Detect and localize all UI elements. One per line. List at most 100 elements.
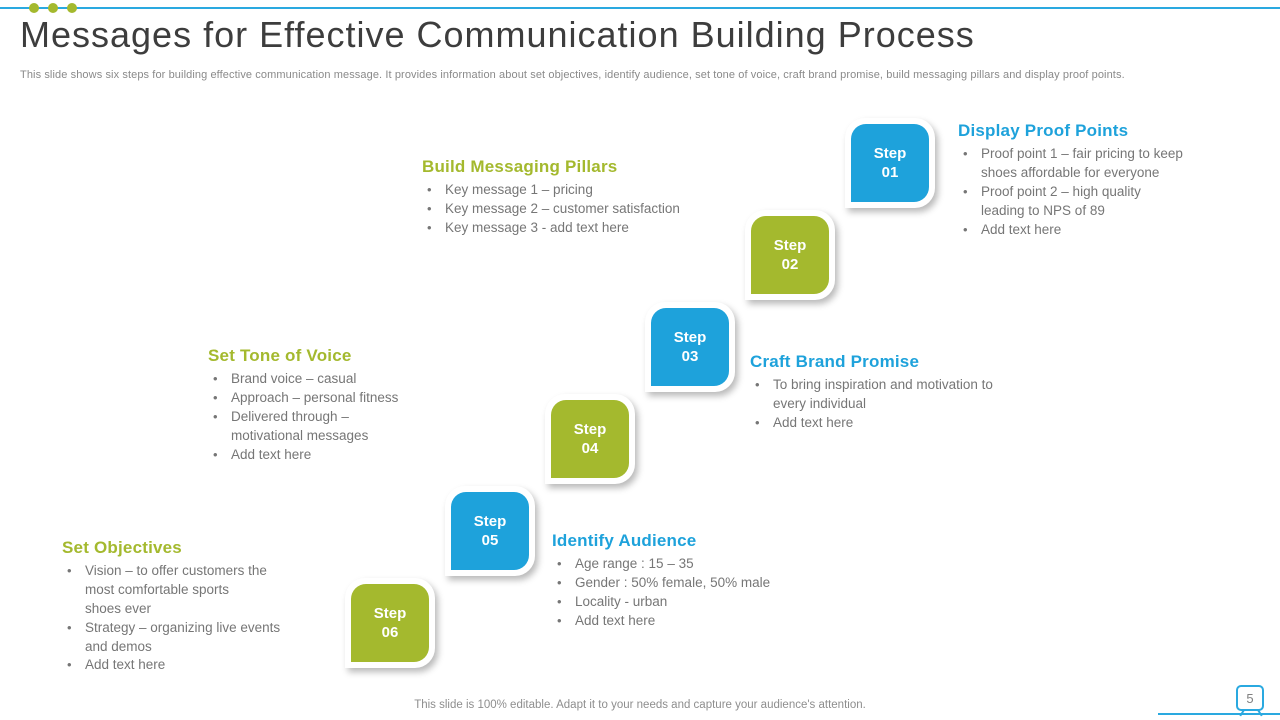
bullet-marker: •	[557, 612, 562, 628]
bullet-marker: •	[557, 556, 562, 571]
bullet-item: •Add text here	[750, 414, 1060, 433]
bullet-item: • Proof point 1 – fair pricing to keep sh…	[958, 145, 1248, 183]
bullet-marker: •	[963, 183, 968, 199]
block-heading: Craft Brand Promise	[750, 352, 920, 371]
bullet-marker: •	[67, 563, 72, 578]
bullet-marker: •	[67, 657, 72, 673]
slide-subtitle: This slide shows six steps for building …	[20, 69, 1125, 81]
step-label: Step	[373, 604, 407, 622]
step-number: 05	[481, 532, 499, 549]
bullet-item: •Approach – personal fitness	[208, 389, 468, 408]
bullet-list: •To bring inspiration and motivation to …	[750, 376, 1060, 433]
bullet-item: • Key message 1 – pricing	[422, 181, 742, 200]
step-number: 06	[381, 624, 399, 641]
bullet-text: Add text here	[981, 221, 1062, 237]
bullet-item: • Gender : 50% female, 50% male	[552, 574, 832, 593]
editable-note: This slide is 100% editable. Adapt it to…	[414, 699, 866, 711]
bullet-marker: •	[557, 593, 562, 609]
step-label: Step	[673, 328, 707, 346]
bullet-text: Add text here	[231, 446, 312, 462]
step-05-shape: Step 05	[451, 492, 529, 570]
bullet-item: • Locality - urban	[552, 593, 832, 612]
bullet-marker: •	[67, 619, 72, 635]
bullet-text: Strategy – organizing live events and de…	[85, 619, 281, 654]
decorative-dot	[29, 3, 39, 13]
bullet-item: • Key message 2 – customer satisfaction	[422, 200, 742, 219]
bullet-item: • Strategy – organizing live events and d…	[62, 619, 352, 657]
step-04-shape: Step 04	[551, 400, 629, 478]
bullet-marker: •	[963, 146, 968, 161]
bullet-text: Delivered through – motivational message…	[231, 408, 369, 443]
step-label: Step	[573, 420, 607, 438]
block-display-proof-points: Display Proof Points • Proof point 1 – fa…	[958, 121, 1248, 239]
step-tile-03: Step 03	[645, 302, 735, 392]
decorative-dot	[48, 3, 58, 13]
bullet-marker: •	[213, 389, 218, 405]
bullet-text: Age range : 15 – 35	[575, 556, 694, 571]
step-tile-04: Step 04	[545, 394, 635, 484]
bullet-list: • Vision – to offer customers the most co…	[62, 562, 352, 675]
step-number: 04	[581, 440, 599, 457]
step-number: 02	[781, 256, 799, 273]
bullet-item: • Delivered through – motivational messag…	[208, 408, 468, 446]
block-heading: Set Objectives	[62, 538, 182, 557]
bullet-text: Vision – to offer customers the most com…	[85, 563, 267, 616]
bullet-marker: •	[213, 446, 218, 462]
bullet-item: • Proof point 2 – high quality leading to…	[958, 183, 1248, 221]
step-tile-05: Step 05	[445, 486, 535, 576]
page-badge-baseline	[1158, 713, 1280, 715]
bullet-text: Add text here	[85, 657, 166, 673]
step-tile-01: Step 01	[845, 118, 935, 208]
decorative-dot	[67, 3, 77, 13]
step-03-shape: Step 03	[651, 308, 729, 386]
block-set-tone-of-voice: Set Tone of Voice •Brand voice – casual …	[208, 346, 468, 464]
bullet-text: Add text here	[575, 612, 656, 628]
slide-title: Messages for Effective Communication Bui…	[20, 14, 975, 55]
bullet-item: • Add text here	[208, 446, 468, 465]
bullet-marker: •	[755, 377, 760, 392]
bullet-item: •Brand voice – casual	[208, 370, 468, 389]
step-tile-02: Step 02	[745, 210, 835, 300]
step-label: Step	[773, 236, 807, 254]
bullet-item: • Vision – to offer customers the most co…	[62, 562, 352, 619]
bullet-item: •Add text here	[958, 221, 1248, 240]
block-craft-brand-promise: Craft Brand Promise •To bring inspiratio…	[750, 352, 1060, 433]
block-identify-audience: Identify Audience • Age range : 15 – 35 •…	[552, 531, 832, 631]
bullet-marker: •	[557, 574, 562, 590]
bullet-marker: •	[213, 408, 218, 424]
step-label: Step	[873, 144, 907, 162]
step-01-shape: Step 01	[851, 124, 929, 202]
bullet-item: • Age range : 15 – 35	[552, 555, 832, 574]
bullet-list: •Brand voice – casual •Approach – person…	[208, 370, 468, 464]
block-heading: Build Messaging Pillars	[422, 157, 618, 176]
bullet-text: Proof point 2 – high quality leading to …	[981, 183, 1141, 218]
step-tile-06: Step 06	[345, 578, 435, 668]
bullet-marker: •	[427, 219, 432, 235]
page-number-badge: 5	[1236, 685, 1264, 711]
block-heading: Set Tone of Voice	[208, 346, 352, 365]
bullet-marker: •	[427, 200, 432, 216]
bullet-list: • Age range : 15 – 35 • Gender : 50% femal…	[552, 555, 832, 631]
block-heading: Identify Audience	[552, 531, 697, 550]
bullet-list: • Key message 1 – pricing • Key message 2 …	[422, 181, 742, 238]
bullet-text: Gender : 50% female, 50% male	[575, 574, 771, 590]
bullet-marker: •	[755, 414, 760, 430]
block-heading: Display Proof Points	[958, 121, 1129, 140]
bullet-item: • Key message 3 - add text here	[422, 219, 742, 238]
bullet-text: Proof point 1 – fair pricing to keep sho…	[981, 146, 1183, 180]
step-06-shape: Step 06	[351, 584, 429, 662]
bullet-item: •To bring inspiration and motivation to …	[750, 376, 1060, 414]
bullet-text: Key message 2 – customer satisfaction	[445, 200, 680, 216]
step-02-shape: Step 02	[751, 216, 829, 294]
bullet-marker: •	[213, 371, 218, 386]
block-set-objectives: Set Objectives • Vision – to offer custom…	[62, 538, 352, 675]
bullet-text: Locality - urban	[575, 593, 668, 609]
bullet-text: Key message 3 - add text here	[445, 219, 629, 235]
step-number: 01	[881, 164, 899, 181]
top-accent-line	[0, 3, 1280, 13]
bullet-text: Key message 1 – pricing	[445, 182, 593, 197]
step-label: Step	[473, 512, 507, 530]
bullet-item: • Add text here	[552, 612, 832, 631]
bullet-marker: •	[427, 182, 432, 197]
